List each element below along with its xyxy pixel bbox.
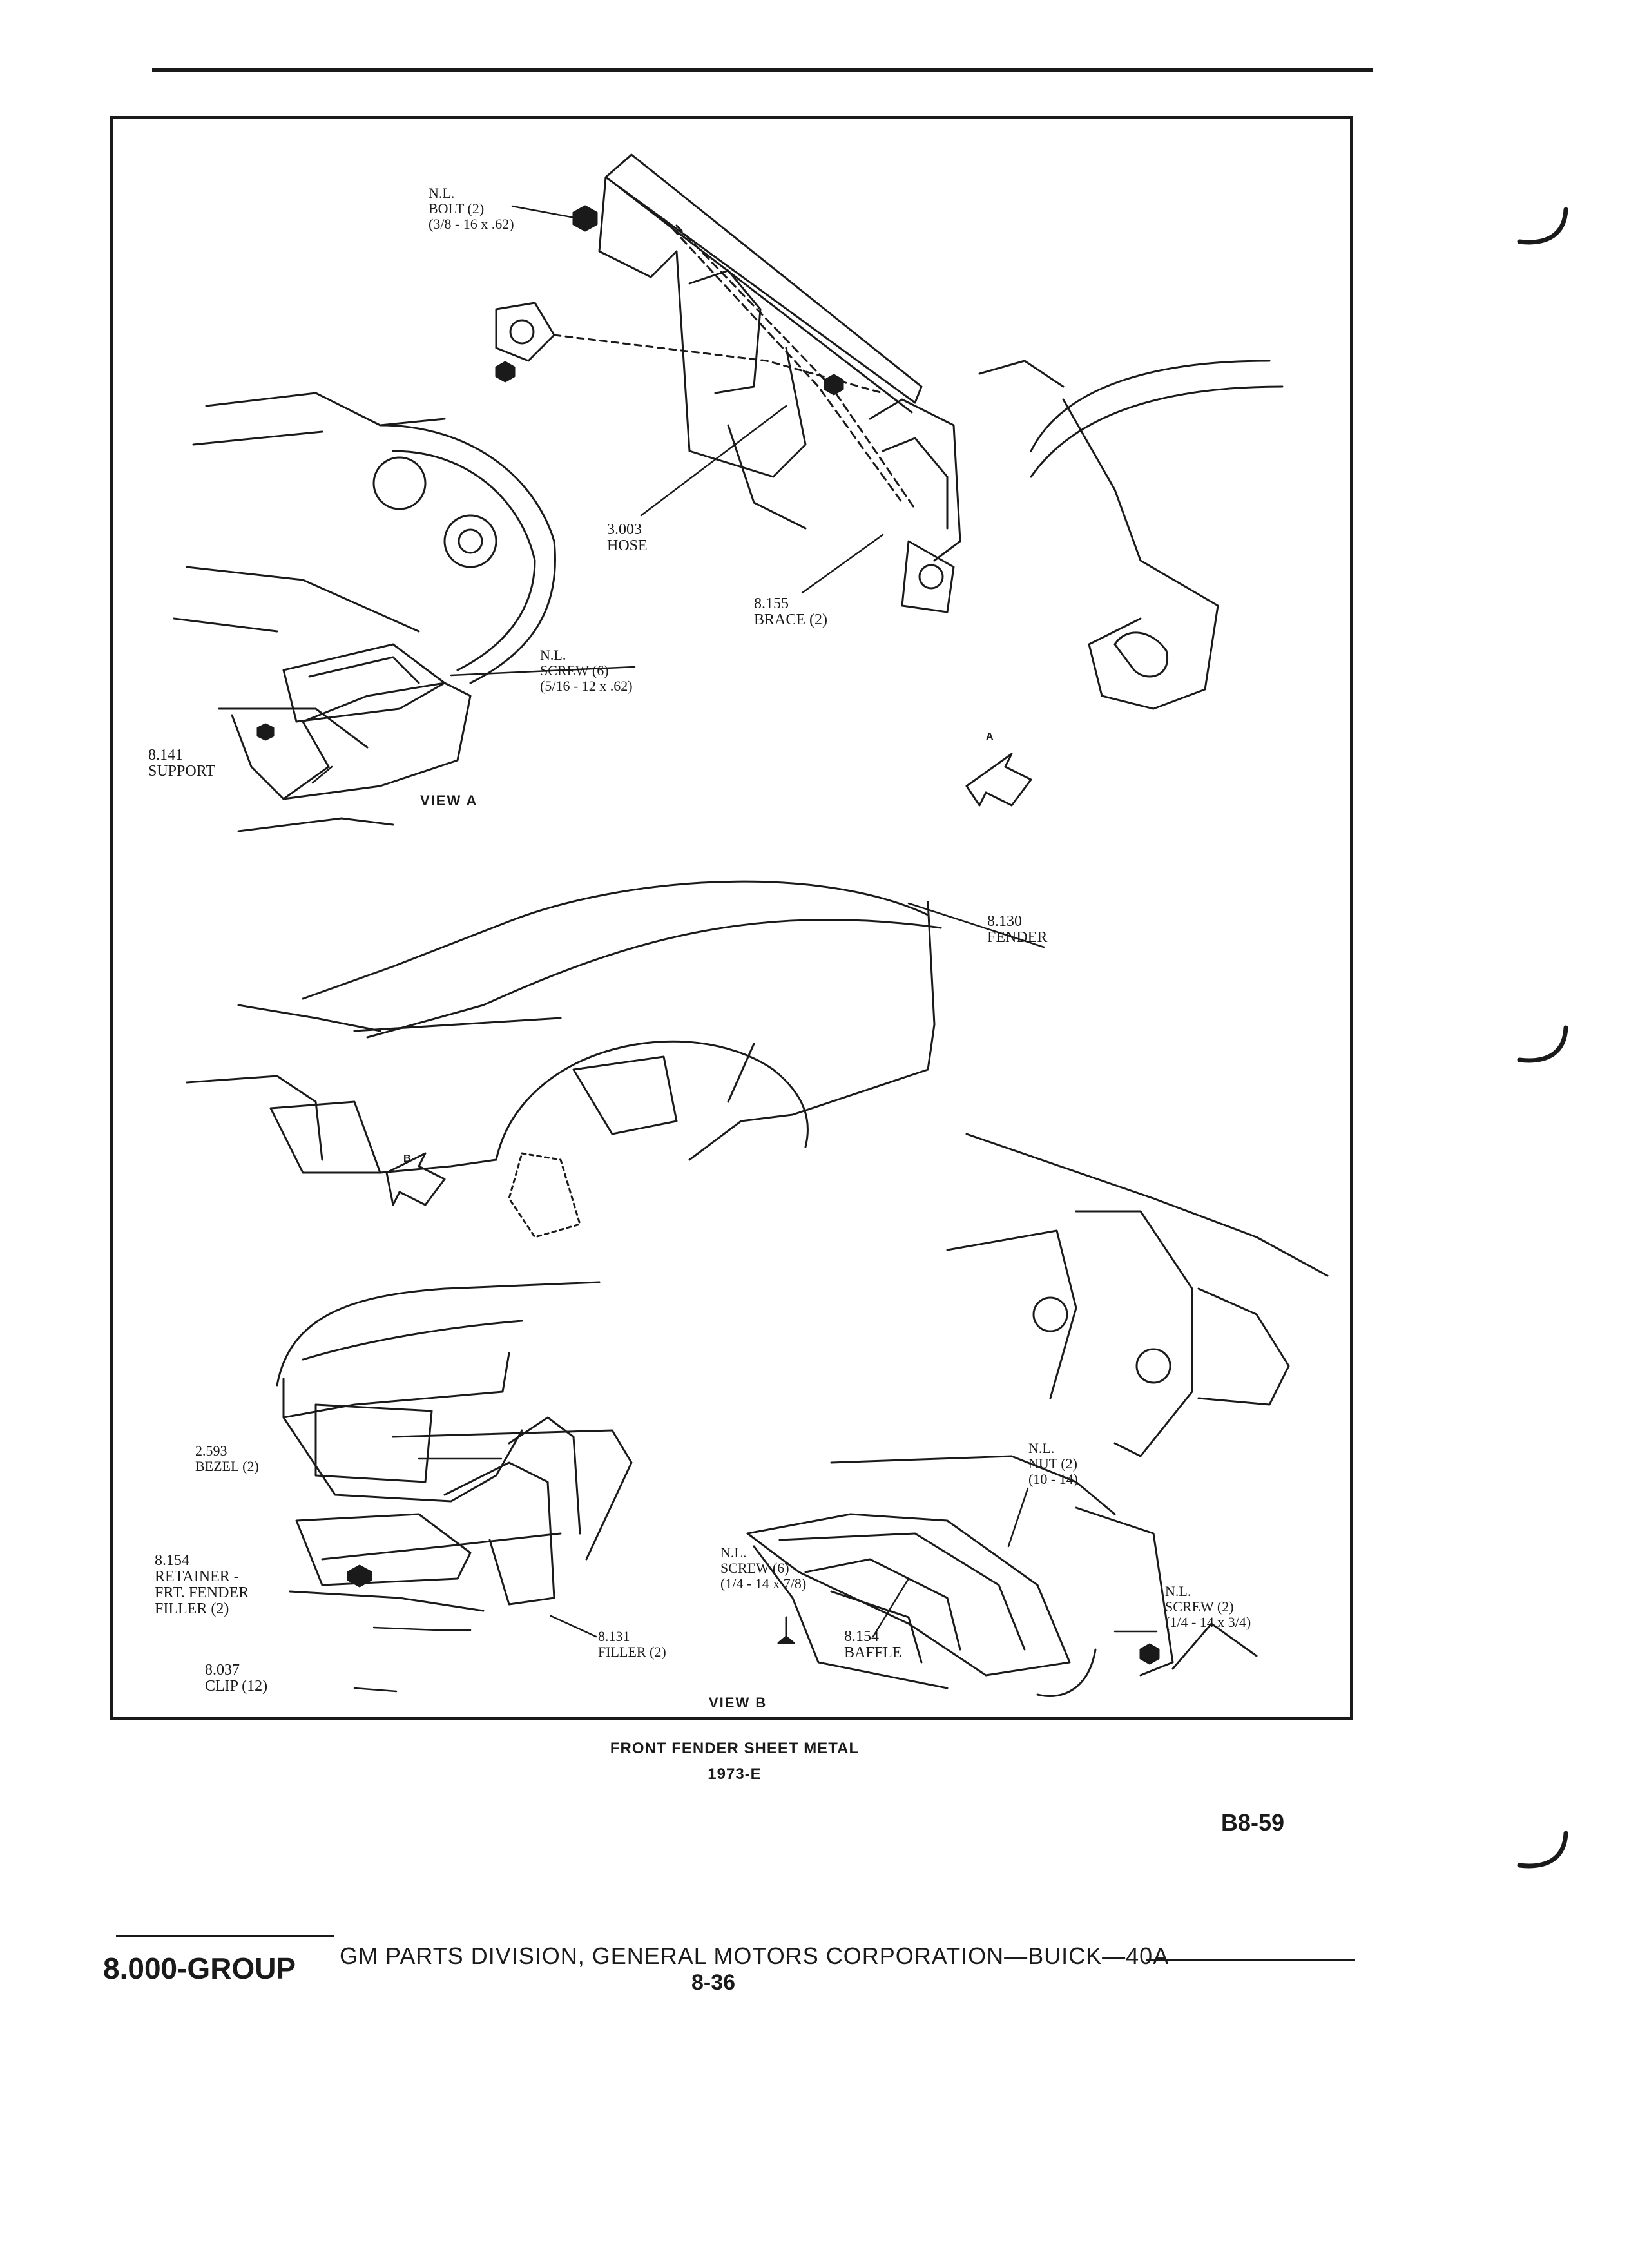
hose-callout: 3.003 HOSE (607, 521, 648, 554)
view-b-right-drawing (746, 1133, 1329, 1697)
footer-page-number: 8-36 (691, 1970, 736, 1995)
view-b-left-drawing (276, 1281, 633, 1612)
view-b-arrow-label: B (403, 1153, 412, 1164)
footer-rule-right (1146, 1959, 1355, 1961)
fender-drawing (186, 880, 942, 1238)
bezel-callout: 2.593 BEZEL (2) (195, 1443, 259, 1474)
footer-title: GM PARTS DIVISION, GENERAL MOTORS CORPOR… (340, 1943, 1170, 1969)
screw-view-b-callout: N.L. SCREW (2) (1/4 - 14 x 3/4) (1165, 1583, 1251, 1630)
binder-mark-top (1517, 207, 1568, 245)
exploded-parts-illustration (173, 153, 1329, 1697)
page-reference: B8-59 (1221, 1809, 1285, 1836)
screw-baffle-callout: N.L. SCREW (6) (1/4 - 14 x 7/8) (720, 1544, 807, 1591)
figure-title: FRONT FENDER SHEET METAL (610, 1740, 860, 1757)
screw-view-a-callout: N.L. SCREW (6) (5/16 - 12 x .62) (540, 647, 633, 694)
binder-mark-bottom (1517, 1831, 1568, 1869)
baffle-callout: 8.154 BAFFLE (844, 1628, 902, 1661)
binder-mark-middle (1517, 1025, 1568, 1063)
upper-assembly-drawing (495, 153, 1284, 710)
leader-lines (311, 205, 1158, 1693)
filler-callout: 8.131 FILLER (2) (598, 1628, 666, 1660)
view-a-arrow-label: A (986, 731, 995, 742)
view-arrows (385, 753, 1032, 1206)
footer-rule-left (116, 1935, 334, 1937)
view-a-label: VIEW A (420, 793, 478, 809)
footer-group-label: 8.000-GROUP (103, 1952, 296, 1985)
nut-callout: N.L. NUT (2) (10 - 14) (1028, 1440, 1078, 1487)
clip-callout: 8.037 CLIP (12) (205, 1662, 268, 1695)
top-rule (152, 68, 1373, 72)
fender-callout: 8.130 FENDER (987, 913, 1048, 946)
bolt-callout: N.L. BOLT (2) (3/8 - 16 x .62) (429, 185, 514, 232)
diagram-frame (110, 116, 1353, 1720)
support-callout: 8.141 SUPPORT (148, 747, 215, 780)
figure-subtitle: 1973-E (708, 1765, 762, 1783)
view-a-drawing (173, 392, 556, 832)
view-b-label: VIEW B (709, 1695, 767, 1711)
brace-callout: 8.155 BRACE (2) (754, 595, 827, 628)
retainer-callout: 8.154 RETAINER - FRT. FENDER FILLER (2) (155, 1552, 249, 1617)
